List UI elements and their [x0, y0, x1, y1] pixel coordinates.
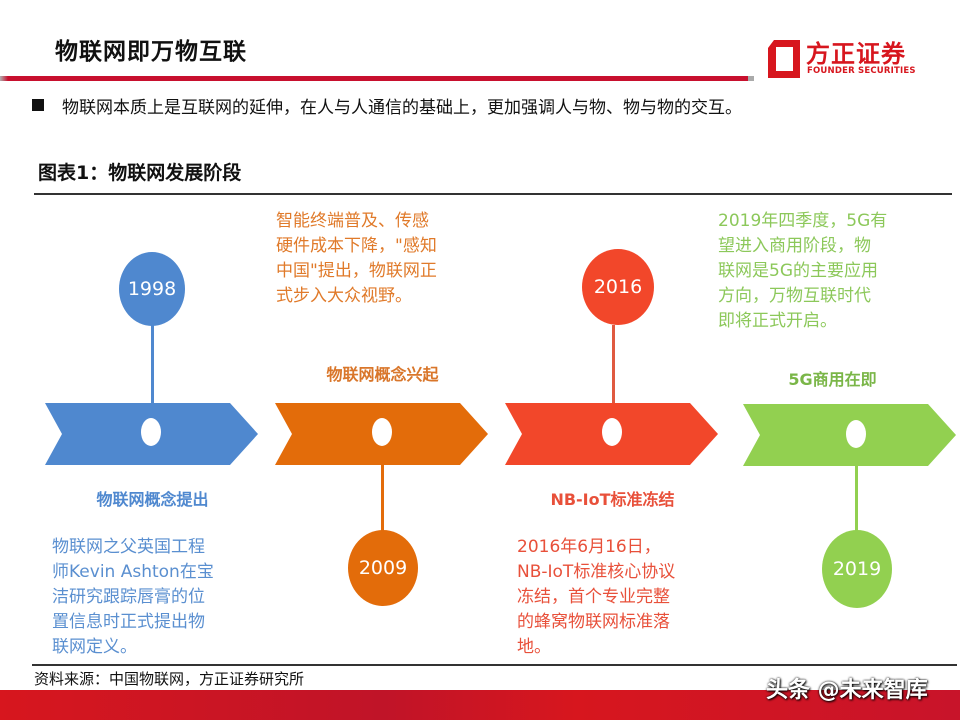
year-label: 1998: [127, 278, 177, 300]
figure-title: 图表1：物联网发展阶段: [38, 162, 242, 184]
founder-logo-icon: [768, 40, 800, 78]
timeline-stem: [381, 463, 384, 533]
year-label: 2016: [593, 276, 643, 298]
year-circle-2016: 2016: [582, 249, 654, 325]
timeline-node: [846, 420, 866, 448]
timeline-node: [602, 418, 622, 446]
page-title: 物联网即万物互联: [55, 39, 247, 65]
stage-description: 2019年四季度，5G有 望进入商用阶段，物 联网是5G的主要应用 方向，万物互…: [718, 211, 888, 331]
logo-chinese-name: 方正证券: [806, 40, 906, 68]
year-label: 2009: [358, 557, 408, 579]
stage-label: NB-IoT标准冻结: [550, 490, 675, 509]
timeline-node: [141, 418, 161, 446]
year-label: 2019: [832, 558, 882, 580]
figure-bottom-rule: [32, 664, 957, 666]
year-circle-2009: 2009: [348, 530, 418, 606]
stage-description: 2016年6月16日， NB-IoT标准核心协议 冻结，首个专业完整 的蜂窝物联…: [517, 537, 676, 657]
founder-logo: 方正证券 FOUNDER SECURITIES: [766, 36, 936, 82]
bullet-square-icon: [32, 99, 44, 111]
timeline-stem: [612, 325, 615, 405]
watermark: 头条 @未来智库: [766, 678, 928, 703]
stage-label: 物联网概念提出: [96, 490, 209, 509]
logo-english-name: FOUNDER SECURITIES: [807, 66, 916, 76]
source-note: 资料来源：中国物联网，方正证券研究所: [34, 670, 305, 688]
year-circle-2019: 2019: [822, 530, 892, 608]
stage-label: 物联网概念兴起: [326, 365, 439, 384]
header-divider-end: [748, 76, 754, 81]
stage-description: 智能终端普及、传感 硬件成本下降，"感知 中国"提出，物联网正 式步入大众视野。: [276, 211, 437, 306]
stage-description: 物联网之父英国工程 师Kevin Ashton在宝 洁研究跟踪唇膏的位 置信息时…: [52, 537, 214, 657]
timeline-node: [372, 418, 392, 446]
timeline-stem: [151, 325, 154, 405]
header-divider: [0, 76, 752, 81]
footer-red-band: [0, 690, 960, 720]
timeline-stem: [855, 465, 858, 535]
bullet-text: 物联网本质上是互联网的延伸，在人与人通信的基础上，更加强调人与物、物与物的交互。: [62, 98, 742, 118]
year-circle-1998: 1998: [119, 252, 185, 326]
figure-top-rule: [34, 193, 952, 195]
stage-label: 5G商用在即: [788, 370, 877, 389]
